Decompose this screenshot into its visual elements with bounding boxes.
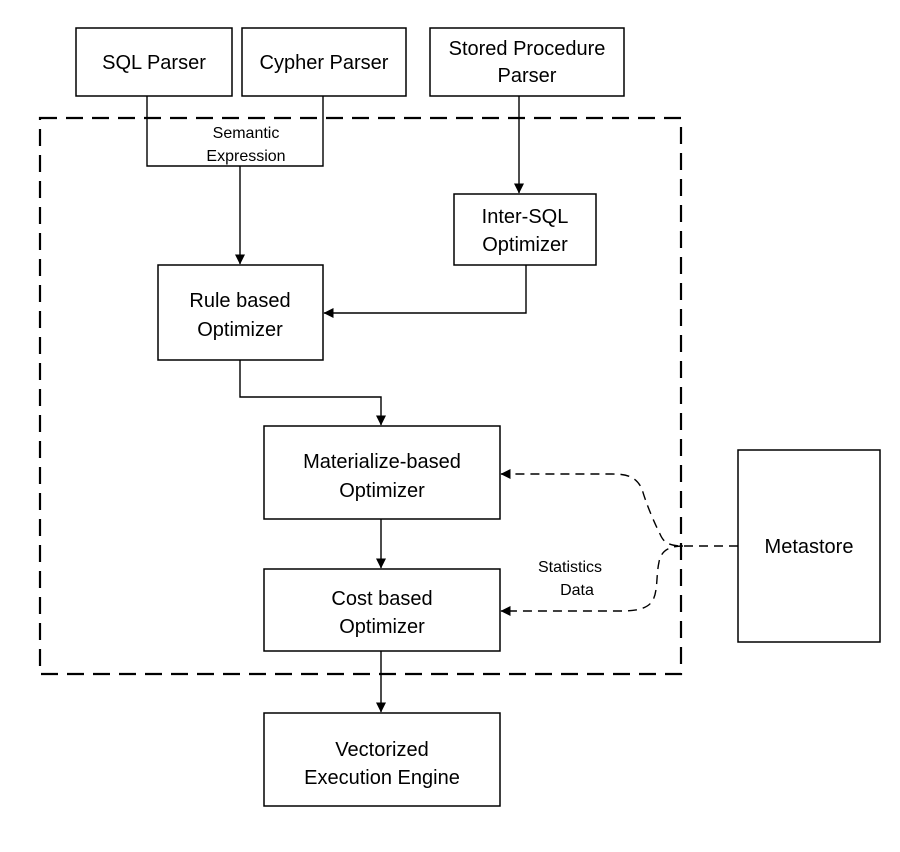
node-label: SQL Parser — [102, 52, 206, 74]
edge-rule-to-materialize-optimizer — [239, 360, 386, 426]
node-cost-based-optimizer: Cost based Optimizer — [263, 568, 501, 652]
edge-metastore-to-materialize-optimizer — [500, 469, 738, 547]
node-label-line-1: Rule based — [189, 290, 290, 312]
node-label-line-2: Optimizer — [482, 234, 568, 256]
node-materialize-based-optimizer: Materialize-based Optimizer — [263, 425, 501, 520]
node-label-line-2: Optimizer — [339, 480, 425, 502]
edge-label-statistics-line-1: Statistics — [538, 559, 602, 576]
node-sql-parser: SQL Parser — [75, 27, 233, 97]
node-label: Cypher Parser — [260, 52, 389, 74]
optimizer-boundary-frame — [38, 116, 683, 676]
node-metastore: Metastore — [737, 449, 881, 643]
node-stored-procedure-parser: Stored Procedure Parser — [429, 27, 625, 97]
node-label-line-1: Vectorized — [335, 739, 428, 761]
node-vectorized-execution-engine: Vectorized Execution Engine — [263, 712, 501, 807]
edge-inter-sql-to-rule-optimizer — [323, 265, 527, 318]
node-label-line-1: Cost based — [331, 588, 432, 610]
node-label-line-2: Optimizer — [339, 616, 425, 638]
node-label-line-1: Stored Procedure — [449, 38, 606, 60]
edge-label-semantic-line-2: Expression — [206, 148, 285, 165]
node-label-line-2: Parser — [498, 65, 557, 87]
parser-merge-wire — [146, 96, 324, 167]
edge-metastore-to-cost-optimizer — [500, 545, 684, 616]
edge-label-statistics-line-2: Data — [560, 582, 594, 599]
node-cypher-parser: Cypher Parser — [241, 27, 407, 97]
node-inter-sql-optimizer: Inter-SQL Optimizer — [453, 193, 597, 266]
node-label-line-2: Execution Engine — [304, 767, 460, 789]
node-label-line-2: Optimizer — [197, 319, 283, 341]
node-label-line-1: Materialize-based — [303, 451, 461, 473]
node-rule-based-optimizer: Rule based Optimizer — [157, 264, 324, 361]
node-label: Metastore — [765, 536, 854, 558]
edge-label-semantic-line-1: Semantic — [213, 125, 280, 142]
node-label-line-1: Inter-SQL — [482, 206, 569, 228]
